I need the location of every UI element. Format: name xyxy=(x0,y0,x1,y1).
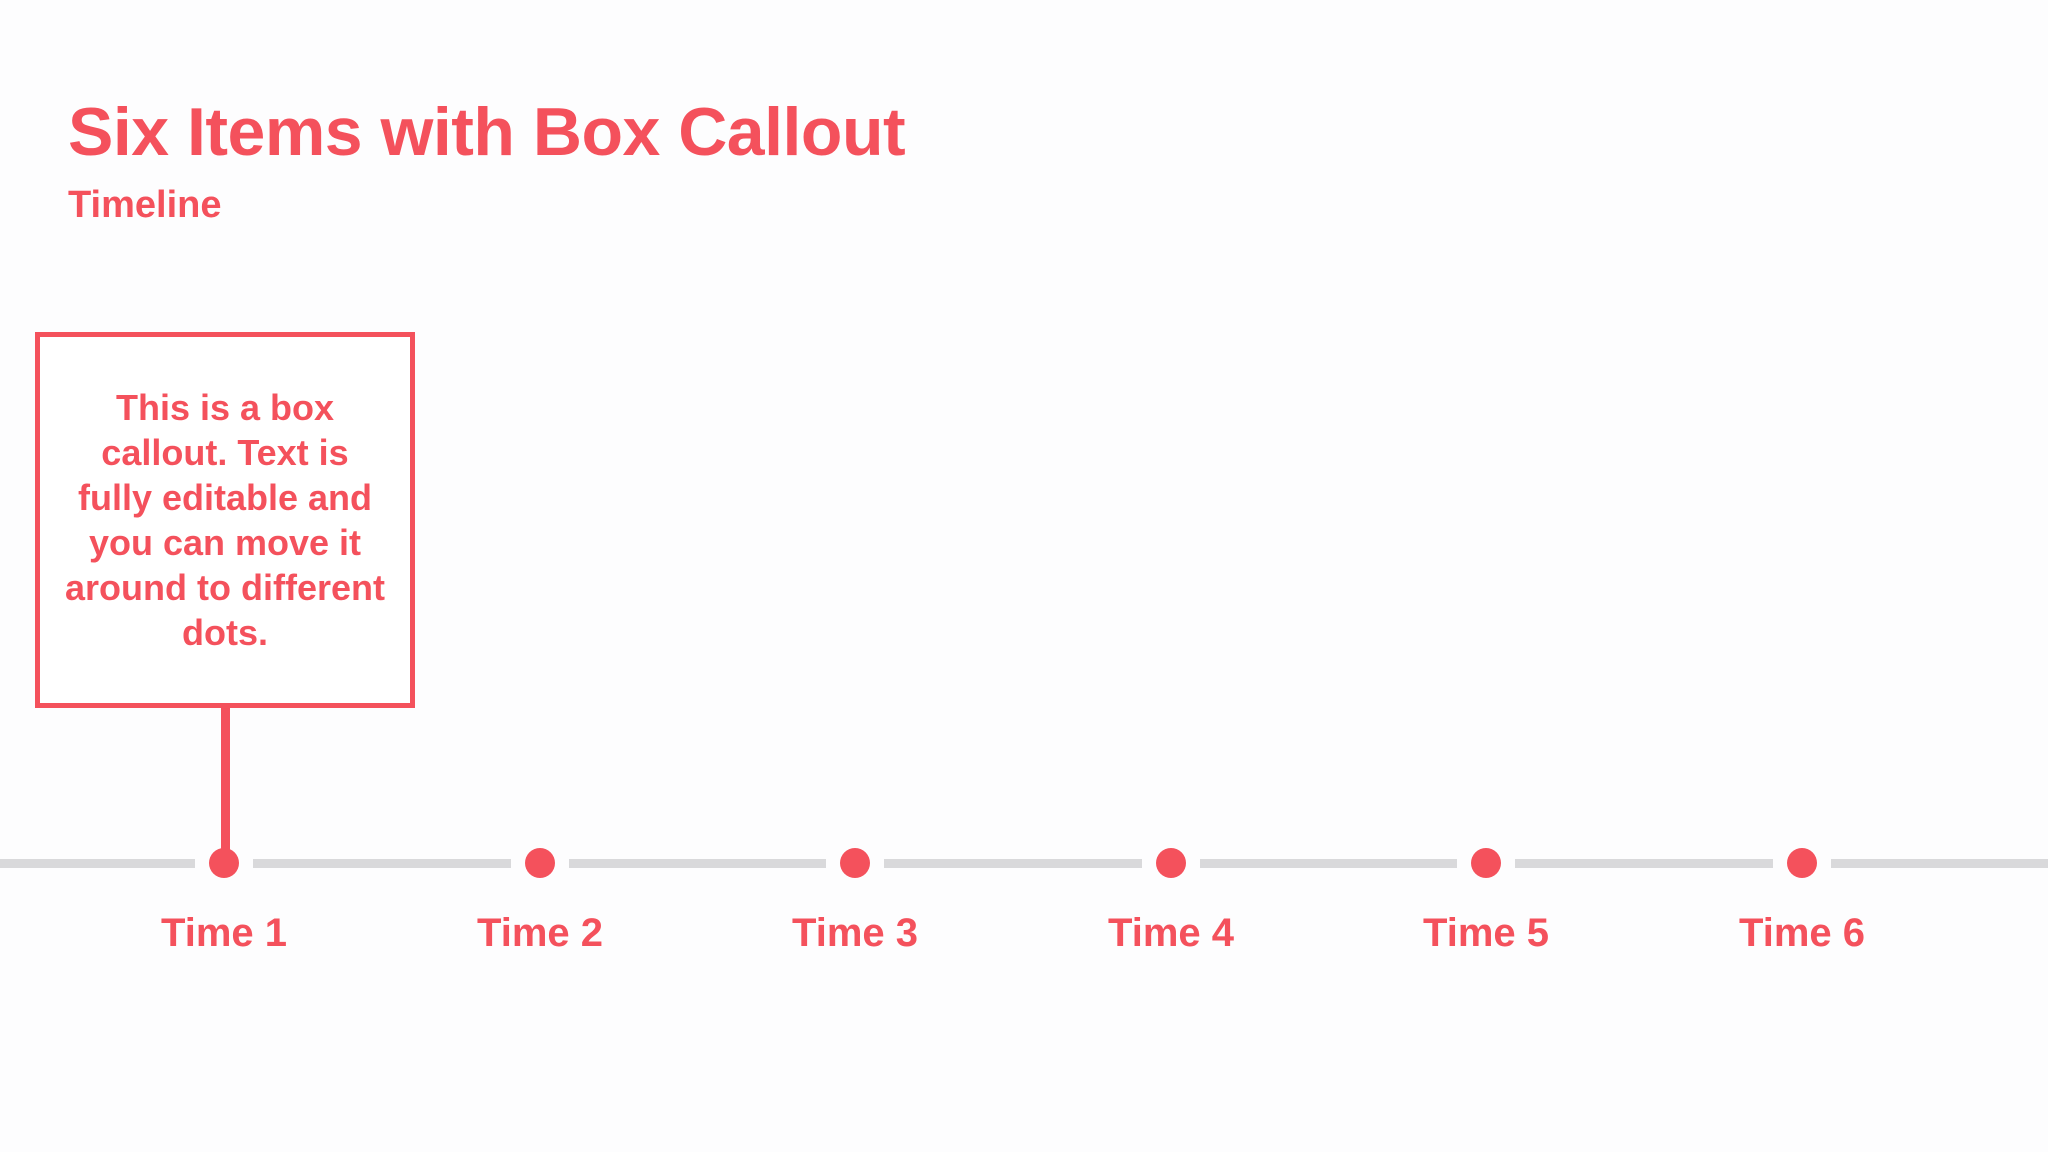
timeline-item-3: Time 3 xyxy=(792,848,918,956)
timeline-label-6[interactable]: Time 6 xyxy=(1739,911,1865,955)
timeline-item-5: Time 5 xyxy=(1423,848,1549,956)
timeline-label-4[interactable]: Time 4 xyxy=(1108,911,1234,955)
callout-box[interactable]: This is a box callout. Text is fully edi… xyxy=(35,332,415,708)
timeline-dot-3[interactable] xyxy=(840,848,870,878)
timeline-item-1: Time 1 xyxy=(161,848,287,956)
timeline-item-2: Time 2 xyxy=(477,848,603,956)
header: Six Items with Box Callout Timeline xyxy=(68,92,906,227)
timeline-label-1[interactable]: Time 1 xyxy=(161,911,287,955)
timeline-dot-1[interactable] xyxy=(209,848,239,878)
timeline-item-4: Time 4 xyxy=(1108,848,1234,956)
page-subtitle[interactable]: Timeline xyxy=(68,184,222,227)
callout-text[interactable]: This is a box callout. Text is fully edi… xyxy=(65,387,385,653)
timeline-dot-6[interactable] xyxy=(1787,848,1817,878)
page-title[interactable]: Six Items with Box Callout xyxy=(68,94,906,170)
timeline-dot-4[interactable] xyxy=(1156,848,1186,878)
timeline-label-3[interactable]: Time 3 xyxy=(792,911,918,955)
timeline-dot-5[interactable] xyxy=(1471,848,1501,878)
timeline-label-5[interactable]: Time 5 xyxy=(1423,911,1549,955)
callout-connector-line xyxy=(221,705,230,864)
timeline-label-2[interactable]: Time 2 xyxy=(477,911,603,955)
timeline-axis-line xyxy=(0,859,2048,868)
timeline-item-6: Time 6 xyxy=(1739,848,1865,956)
timeline-dot-2[interactable] xyxy=(525,848,555,878)
